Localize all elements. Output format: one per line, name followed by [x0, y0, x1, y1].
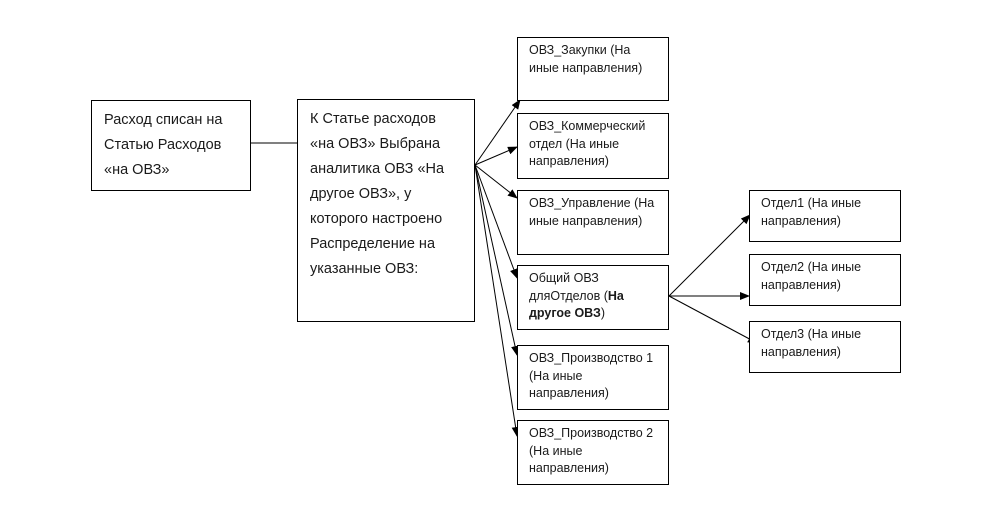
target-box-common-departments: Общий ОВЗ дляОтделов (На другое ОВЗ)	[517, 265, 669, 330]
target-text-post: )	[600, 306, 606, 320]
target-text: ОВЗ_Коммерческий отдел (На иные направле…	[529, 119, 646, 168]
source-box: Расход списан на Статью Расходов «на ОВЗ…	[91, 100, 251, 191]
arrow-rule-to-target-2	[474, 146, 518, 166]
arrow-rule-to-target-6	[474, 164, 520, 437]
arrow-common-to-department-3	[668, 295, 758, 344]
department-text: Отдел2 (На иные направления)	[761, 260, 862, 292]
target-box-commercial: ОВЗ_Коммерческий отдел (На иные направле…	[517, 113, 669, 179]
arrow-rule-to-target-4	[474, 164, 518, 279]
rule-text: К Статье расходов «на ОВЗ» Выбрана анали…	[310, 111, 445, 277]
target-text: ОВЗ_Производство 1 (На иные направления)	[529, 351, 654, 400]
target-text: ОВЗ_Производство 2 (На иные направления)	[529, 426, 654, 475]
department-box-3: Отдел3 (На иные направления)	[749, 321, 901, 373]
target-text: ОВЗ_Закупки (На иные направления)	[529, 43, 643, 75]
rule-box: К Статье расходов «на ОВЗ» Выбрана анали…	[297, 99, 475, 322]
target-box-production-1: ОВЗ_Производство 1 (На иные направления)	[517, 345, 669, 410]
arrow-rule-to-target-3	[474, 164, 518, 199]
department-box-2: Отдел2 (На иные направления)	[749, 254, 901, 306]
target-box-management: ОВЗ_Управление (На иные направления)	[517, 190, 669, 255]
department-text: Отдел3 (На иные направления)	[761, 327, 862, 359]
arrow-rule-to-target-5	[474, 164, 519, 356]
department-text: Отдел1 (На иные направления)	[761, 196, 862, 228]
target-text-pre: Общий ОВЗ дляОтделов (	[529, 271, 608, 303]
department-box-1: Отдел1 (На иные направления)	[749, 190, 901, 242]
target-text-bold: На другое ОВЗ	[529, 288, 624, 321]
arrow-rule-to-target-1	[474, 99, 521, 166]
arrow-common-to-department-1	[668, 214, 751, 297]
target-text: ОВЗ_Управление (На иные направления)	[529, 196, 655, 228]
target-box-purchasing: ОВЗ_Закупки (На иные направления)	[517, 37, 669, 101]
source-text: Расход списан на Статью Расходов «на ОВЗ…	[104, 112, 223, 178]
target-box-production-2: ОВЗ_Производство 2 (На иные направления)	[517, 420, 669, 485]
